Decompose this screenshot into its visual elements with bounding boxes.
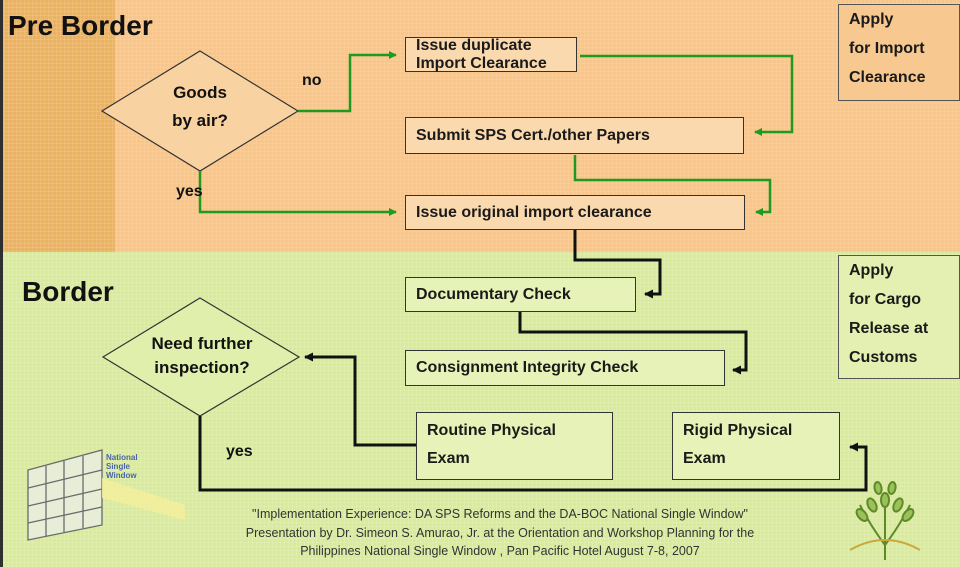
apply-cargo-note-line1: Apply (849, 262, 894, 279)
routine-exam-line1: Routine Physical (427, 422, 556, 439)
submit-sps-cert-label: Submit SPS Cert./other Papers (416, 126, 650, 144)
national-single-window-logo (27, 449, 103, 541)
documentary-check-step: Documentary Check (405, 277, 636, 312)
yes-branch-label: yes (176, 183, 203, 200)
credits-line1: "Implementation Experience: DA SPS Refor… (252, 507, 748, 521)
original-to-documentary-connector (573, 230, 662, 299)
logo-text-line2: Single (106, 462, 131, 471)
no-branch-connector (298, 51, 397, 113)
logo-text-line1: National (106, 453, 138, 462)
pre-border-title: Pre Border (8, 10, 153, 41)
documentary-check-label: Documentary Check (416, 285, 571, 303)
routine-exam-line2: Exam (427, 450, 470, 467)
no-branch-label: no (302, 72, 322, 89)
goods-by-air-line2: by air? (172, 111, 228, 130)
routine-to-decision-connector (304, 352, 416, 447)
further-inspection-line1: Need further (151, 334, 253, 353)
border-yes-label: yes (226, 443, 253, 460)
yes-to-rigid-connector (198, 416, 868, 492)
duplicate-to-submit-connector (580, 54, 794, 136)
consignment-integrity-check-label: Consignment Integrity Check (416, 359, 639, 376)
apply-import-note-line2: for Import (849, 40, 925, 57)
submit-to-original-connector (573, 155, 772, 216)
logo-text-line3: Window (106, 471, 137, 480)
goods-by-air-decision: Goods by air? (150, 79, 250, 135)
issue-original-clearance-label: Issue original import clearance (416, 203, 652, 221)
routine-physical-exam-step: Routine Physical Exam (416, 412, 613, 480)
goods-by-air-line1: Goods (173, 83, 227, 102)
rigid-physical-exam-step: Rigid Physical Exam (672, 412, 840, 480)
credits-line2: Presentation by Dr. Simeon S. Amurao, Jr… (245, 525, 755, 540)
apply-import-clearance-note: Apply for Import Clearance (838, 4, 960, 101)
apply-cargo-note-line3: Release at (849, 320, 929, 337)
presentation-credits: "Implementation Experience: DA SPS Refor… (150, 505, 850, 561)
logo-light-beam (102, 478, 185, 520)
apply-import-note-line1: Apply (849, 11, 894, 28)
consignment-integrity-check-step: Consignment Integrity Check (405, 350, 725, 386)
border-title: Border (22, 276, 114, 307)
further-inspection-decision: Need further inspection? (127, 332, 277, 380)
rigid-exam-line2: Exam (683, 450, 726, 467)
yes-branch-connector (198, 171, 397, 216)
left-edge-rule (0, 0, 3, 567)
apply-cargo-note-line2: for Cargo (849, 291, 921, 308)
documentary-to-integrity-connector (518, 310, 748, 375)
rigid-exam-line1: Rigid Physical (683, 422, 793, 439)
submit-sps-cert-step: Submit SPS Cert./other Papers (405, 117, 744, 154)
further-inspection-line2: inspection? (154, 358, 250, 377)
issue-duplicate-clearance-label: Issue duplicate Import Clearance (416, 36, 547, 72)
national-single-window-logo-text: National Single Window (106, 453, 138, 480)
apply-import-note-line3: Clearance (849, 69, 926, 86)
credits-line3: Philippines National Single Window , Pan… (300, 544, 700, 558)
issue-duplicate-clearance-step: Issue duplicate Import Clearance (405, 37, 577, 72)
issue-original-clearance-step: Issue original import clearance (405, 195, 745, 230)
apply-cargo-release-note: Apply for Cargo Release at Customs (838, 255, 960, 379)
pre-border-accent-strip (0, 0, 115, 252)
apply-cargo-note-line4: Customs (849, 349, 918, 366)
wheat-emblem-icon (849, 481, 921, 560)
